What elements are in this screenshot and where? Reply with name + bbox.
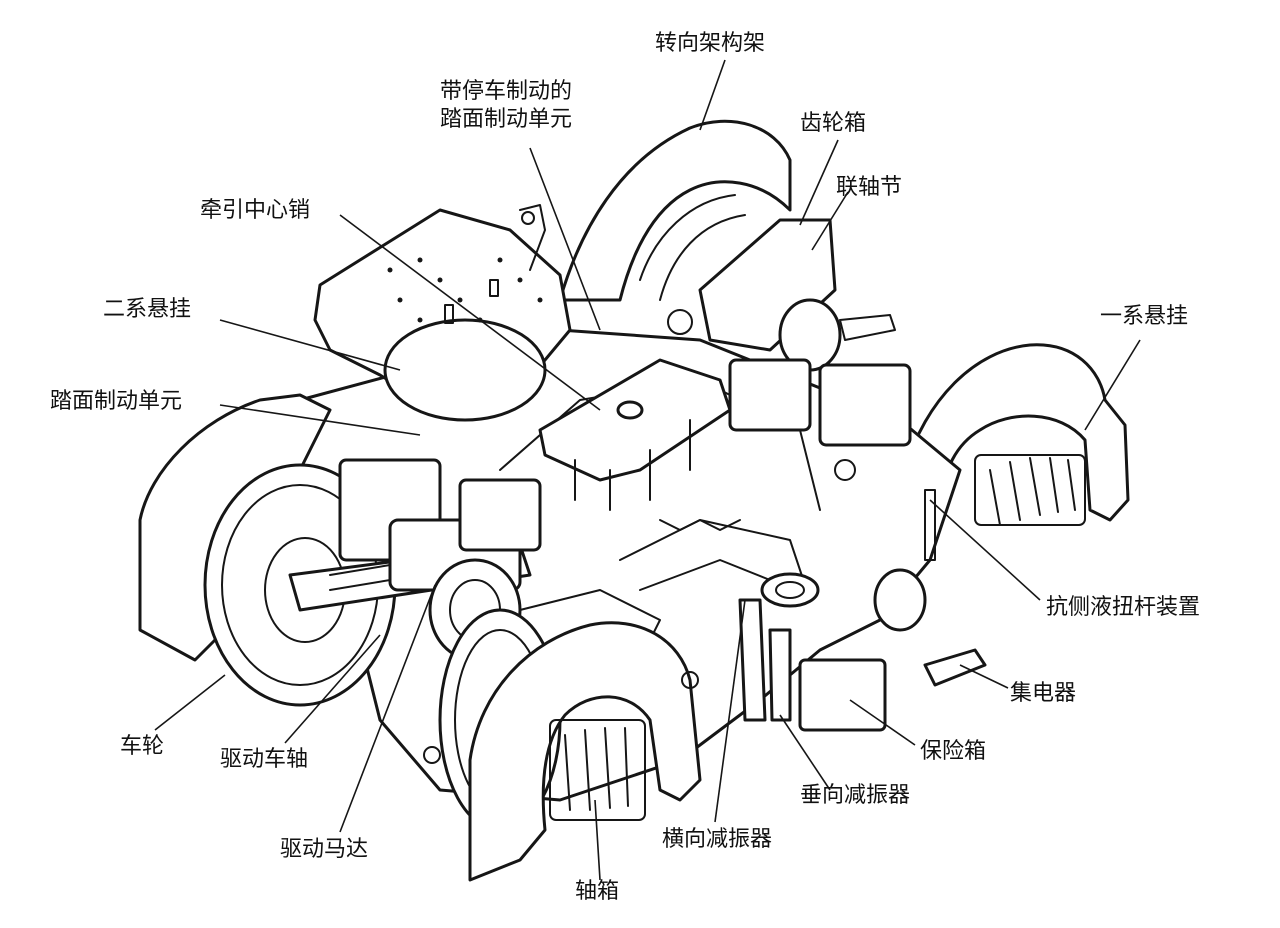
leader-fuse-box	[849, 699, 916, 746]
leader-tread-brake-unit	[219, 404, 421, 436]
label-tread-brake-unit: 踏面制动单元	[50, 389, 183, 414]
leader-lateral-damper	[714, 599, 746, 823]
leader-drive-motor	[339, 584, 436, 833]
leader-coupling	[811, 191, 849, 251]
leader-center-pin	[339, 214, 601, 411]
leader-anti-roll-bar	[929, 499, 1041, 601]
label-current-collector: 集电器	[1010, 681, 1077, 706]
parking-brake-lever	[519, 204, 546, 271]
front-wheel-guard	[468, 621, 702, 882]
right-wheel-guard	[903, 343, 1130, 526]
leader-lines	[154, 59, 1141, 881]
label-center-pin: 牵引中心销	[200, 198, 311, 223]
label-bogie-frame: 转向架构架	[655, 31, 766, 56]
leader-drive-axle	[284, 634, 381, 744]
rear-right-wheel-guard	[558, 119, 792, 302]
leader-current-collector	[959, 664, 1009, 689]
leader-axle-box	[594, 799, 601, 881]
label-secondary-suspension: 二系悬挂	[103, 297, 192, 322]
label-drive-axle: 驱动车轴	[220, 747, 309, 772]
label-anti-roll-bar: 抗侧液扭杆装置	[1046, 595, 1201, 620]
label-coupling: 联轴节	[836, 175, 903, 200]
label-tread-brake-parking-line1: 带停车制动的	[440, 79, 573, 104]
label-drive-motor: 驱动马达	[280, 837, 369, 862]
leader-wheel	[154, 674, 226, 731]
label-primary-suspension: 一系悬挂	[1100, 304, 1189, 329]
leader-tread-brake-parking	[529, 147, 601, 331]
right-gearbox	[667, 218, 912, 481]
secondary-suspension	[313, 208, 572, 422]
leader-gearbox	[799, 139, 839, 226]
label-wheel: 车轮	[120, 734, 165, 759]
label-fuse-box: 保险箱	[920, 739, 987, 764]
label-lateral-damper: 横向减振器	[662, 827, 773, 852]
leader-vertical-damper	[779, 714, 831, 791]
label-tread-brake-parking-line2: 踏面制动单元	[440, 106, 573, 132]
label-gearbox: 齿轮箱	[800, 111, 867, 136]
center-pin-plate	[538, 358, 732, 511]
label-vertical-damper: 垂向减振器	[800, 783, 911, 808]
leader-primary-suspension	[1084, 339, 1141, 431]
leader-secondary-suspension	[219, 319, 401, 371]
leader-bogie-frame	[699, 59, 726, 131]
label-tread-brake-parking: 带停车制动的 踏面制动单元	[440, 78, 572, 133]
dampers-and-collector	[423, 489, 987, 764]
label-axle-box: 轴箱	[575, 879, 620, 904]
